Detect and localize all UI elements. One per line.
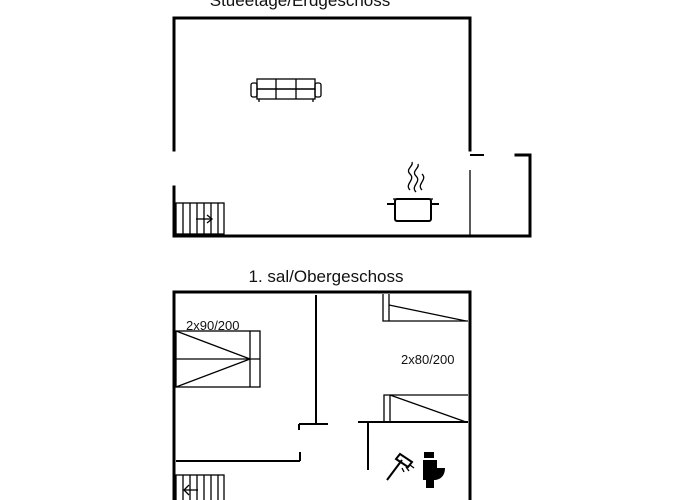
sofa-icon	[250, 78, 322, 102]
bed-left: 2x90/200	[175, 318, 261, 388]
stairs-icon	[175, 474, 225, 500]
ground-floor-title: Stueetage/Erdgeschoss	[210, 0, 391, 10]
ground-floor: Stueetage/Erdgeschoss	[172, 0, 532, 238]
ground-floor-walls	[172, 16, 532, 238]
upper-floor: 1. sal/Obergeschoss 2x90/200	[172, 267, 472, 500]
bed-icon	[383, 394, 468, 423]
bed-icon	[382, 294, 468, 322]
bed-right: 2x80/200	[383, 352, 468, 423]
bed-size-label: 2x80/200	[401, 352, 455, 367]
bed-size-label: 2x90/200	[186, 318, 240, 333]
upper-floor-walls	[172, 290, 472, 500]
shower-icon	[386, 452, 415, 481]
stairs-icon	[175, 202, 225, 235]
bed-icon	[175, 330, 261, 388]
cooking-pot-icon	[387, 161, 439, 222]
toilet-icon	[423, 452, 445, 488]
upper-floor-title: 1. sal/Obergeschoss	[249, 267, 404, 286]
